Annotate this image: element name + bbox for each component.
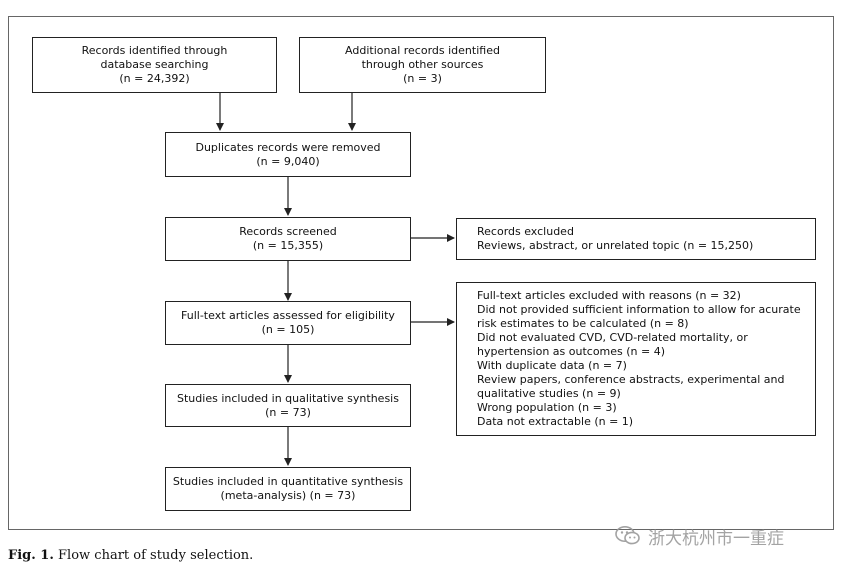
watermark-text: 浙大杭州市一重症 — [648, 528, 784, 549]
quantitative-synthesis-label: Studies included in quantitative synthes… — [172, 475, 404, 488]
quantitative-synthesis-count: (meta-analysis) (n = 73) — [220, 489, 356, 502]
records-screened-box: Records screened (n = 15,355) — [165, 217, 411, 261]
fulltext-excluded-box: Full-text articles excluded with reasons… — [456, 282, 816, 436]
records-identified-count: (n = 24,392) — [119, 72, 190, 85]
records-identified-line1: Records identified through — [81, 44, 228, 57]
records-identified-box: Records identified through database sear… — [32, 37, 277, 93]
fulltext-excluded-line: hypertension as outcomes (n = 4) — [477, 345, 666, 358]
additional-records-box: Additional records identified through ot… — [299, 37, 546, 93]
fulltext-excluded-line: Wrong population (n = 3) — [477, 401, 617, 414]
records-excluded-box: Records excluded Reviews, abstract, or u… — [456, 218, 816, 260]
duplicates-removed-label: Duplicates records were removed — [195, 140, 381, 154]
records-excluded-label: Records excluded — [477, 225, 574, 238]
additional-records-line1: Additional records identified — [345, 44, 500, 57]
quantitative-synthesis-box: Studies included in quantitative synthes… — [165, 467, 411, 511]
fulltext-assessed-box: Full-text articles assessed for eligibil… — [165, 301, 411, 345]
fulltext-assessed-label: Full-text articles assessed for eligibil… — [181, 309, 395, 322]
fulltext-excluded-line: qualitative studies (n = 9) — [477, 387, 621, 400]
additional-records-line2: through other sources — [361, 58, 484, 71]
duplicates-removed-count: (n = 9,040) — [256, 154, 320, 168]
fulltext-excluded-line: With duplicate data (n = 7) — [477, 359, 627, 372]
figure-caption-label: Fig. 1. — [8, 548, 54, 563]
fulltext-excluded-line: Data not extractable (n = 1) — [477, 415, 634, 428]
duplicates-removed-box: Duplicates records were removed (n = 9,0… — [165, 132, 411, 177]
fulltext-excluded-line: Did not provided sufficient information … — [477, 303, 801, 316]
qualitative-synthesis-count: (n = 73) — [265, 405, 311, 419]
records-screened-count: (n = 15,355) — [252, 239, 324, 252]
qualitative-synthesis-box: Studies included in qualitative synthesi… — [165, 384, 411, 427]
qualitative-synthesis-label: Studies included in qualitative synthesi… — [177, 391, 399, 405]
wechat-icon — [615, 526, 640, 545]
additional-records-count: (n = 3) — [403, 72, 442, 85]
fulltext-assessed-count: (n = 105) — [261, 323, 315, 336]
fulltext-excluded-line: Did not evaluated CVD, CVD-related morta… — [477, 331, 748, 344]
figure-caption-text: Flow chart of study selection. — [53, 548, 254, 563]
records-identified-line2: database searching — [100, 58, 209, 71]
records-screened-label: Records screened — [239, 225, 337, 238]
diagram-frame — [8, 16, 834, 530]
fulltext-excluded-line: risk estimates to be calculated (n = 8) — [477, 317, 689, 330]
fulltext-excluded-line: Full-text articles excluded with reasons… — [477, 289, 741, 302]
watermark: 浙大杭州市一重症 — [614, 522, 784, 550]
fulltext-excluded-line: Review papers, conference abstracts, exp… — [477, 373, 785, 386]
figure-caption: Fig. 1. Flow chart of study selection. — [8, 548, 253, 563]
records-excluded-reason: Reviews, abstract, or unrelated topic (n… — [477, 239, 754, 252]
